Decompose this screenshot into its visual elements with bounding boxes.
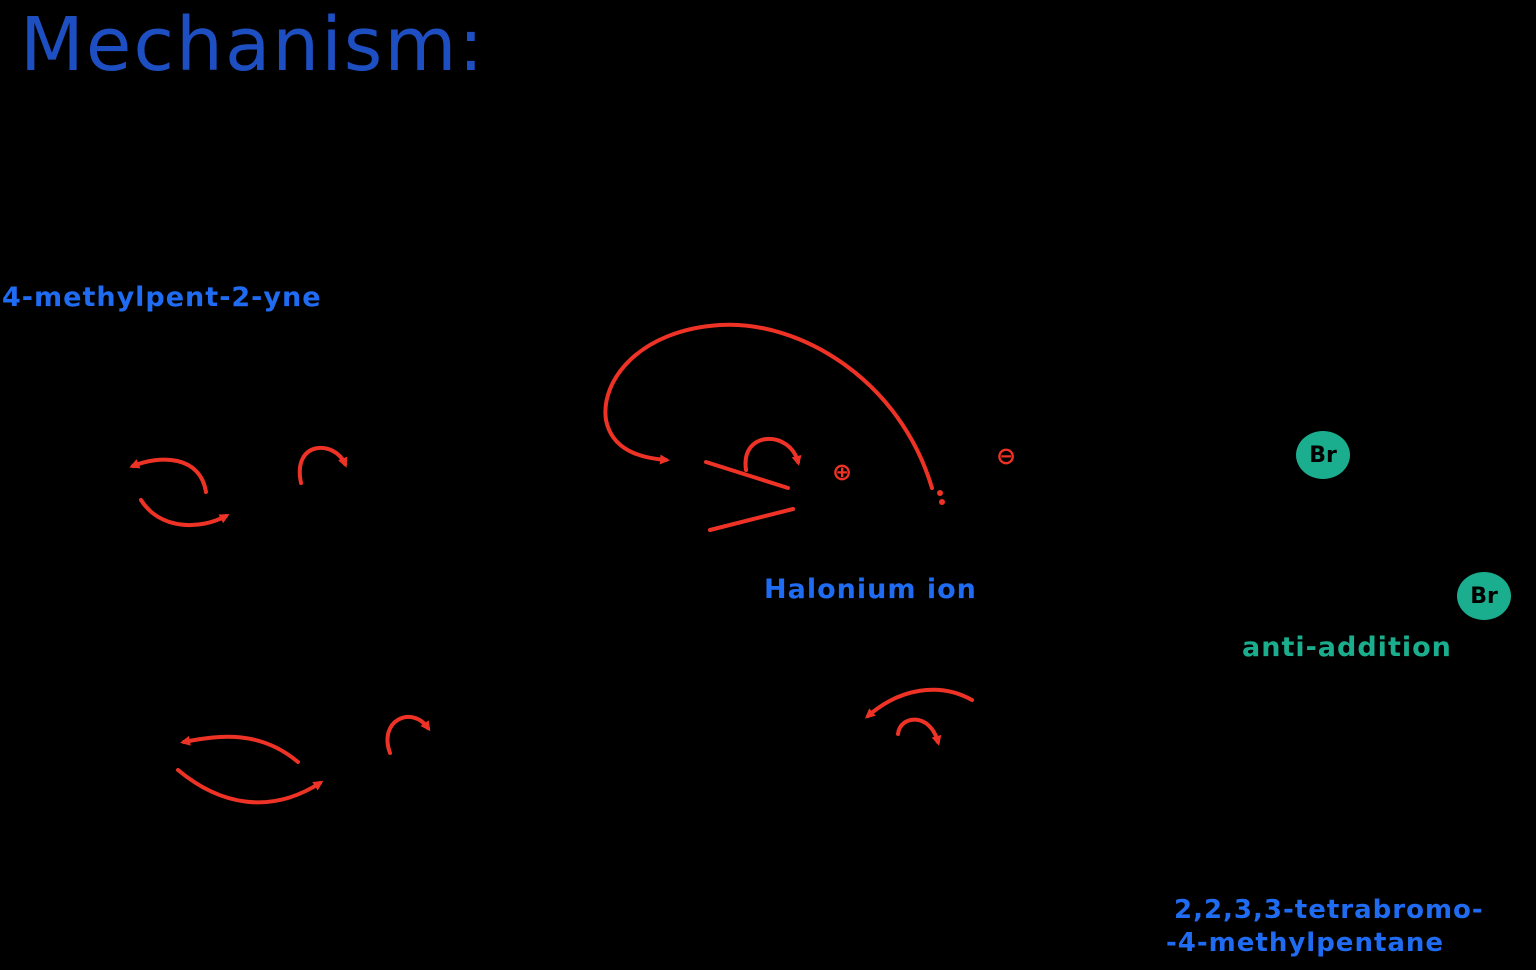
curved-arrow-icon	[896, 717, 942, 746]
bond-line	[708, 507, 795, 532]
bromine-symbol: Br	[1470, 583, 1498, 609]
bond-line	[704, 460, 790, 490]
curved-arrow-icon	[743, 437, 802, 472]
anti-addition-label: anti-addition	[1242, 632, 1452, 663]
lone-pair-icon	[937, 490, 945, 505]
bromine-symbol: Br	[1309, 442, 1337, 468]
halonium-ion-label: Halonium ion	[764, 574, 977, 605]
reactant-name-label: 4-methylpent-2-yne	[2, 282, 322, 313]
product-name-line2: -4-methylpentane	[1166, 928, 1445, 958]
curved-arrow-icon	[297, 445, 348, 485]
curved-arrow-icon	[180, 734, 300, 764]
product-name-line1: 2,2,3,3-tetrabromo-	[1174, 895, 1484, 925]
curved-arrow-icon	[864, 687, 974, 719]
page-title: Mechanism:	[20, 2, 486, 88]
positive-charge-icon: ⊕	[832, 458, 853, 486]
bromine-atom-bottom: Br	[1457, 572, 1511, 620]
curved-arrow-icon	[385, 715, 431, 755]
curved-arrow-icon	[176, 768, 324, 805]
bromine-atom-top: Br	[1296, 431, 1350, 479]
curved-arrow-icon	[139, 498, 230, 527]
curved-arrow-icon	[603, 322, 934, 490]
curved-arrow-icon	[129, 457, 208, 494]
negative-charge-icon: ⊖	[996, 442, 1017, 470]
